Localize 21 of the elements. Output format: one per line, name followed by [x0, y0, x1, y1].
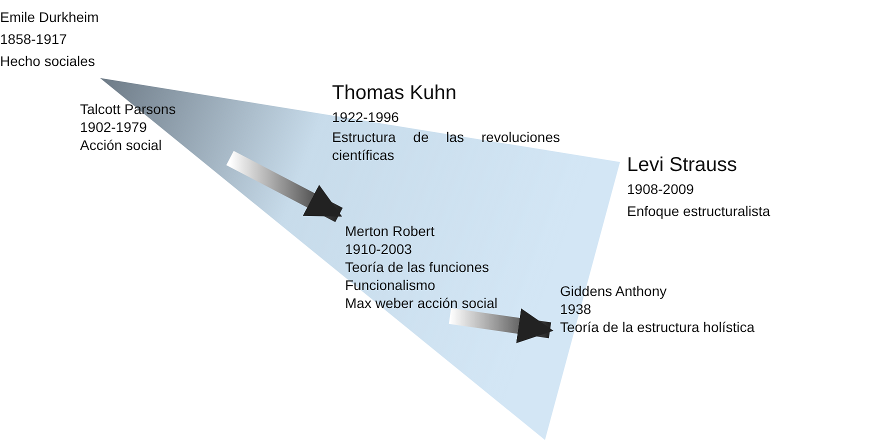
name-heading: Levi Strauss: [627, 153, 738, 178]
arrow: [448, 308, 554, 344]
detail-text: Teoría de las funciones: [345, 258, 490, 276]
detail-text: 1938: [560, 300, 592, 318]
name-heading: Thomas Kuhn: [332, 81, 457, 106]
detail-text: Teoría de la estructura holística: [560, 318, 755, 336]
detail-text: Max weber acción social: [345, 294, 498, 312]
detail-text: 1908-2009: [627, 180, 694, 198]
detail-text: Estructura de las revoluciones científicas: [332, 128, 560, 164]
detail-text: 1910-2003: [345, 240, 413, 258]
detail-text: 1922-1996: [332, 108, 399, 126]
detail-text: Emile Durkheim: [0, 8, 99, 26]
detail-text: Hecho sociales: [0, 52, 95, 70]
arrow: [226, 150, 343, 222]
detail-text: Funcionalismo: [345, 276, 436, 294]
detail-text: 1858-1917: [0, 30, 67, 48]
detail-text: Enfoque estructuralista: [627, 202, 770, 220]
detail-text: 1902-1979: [80, 118, 148, 136]
name-heading: Merton Robert: [345, 222, 436, 240]
detail-text: Acción social: [80, 136, 163, 154]
name-heading: Giddens Anthony: [560, 282, 668, 300]
